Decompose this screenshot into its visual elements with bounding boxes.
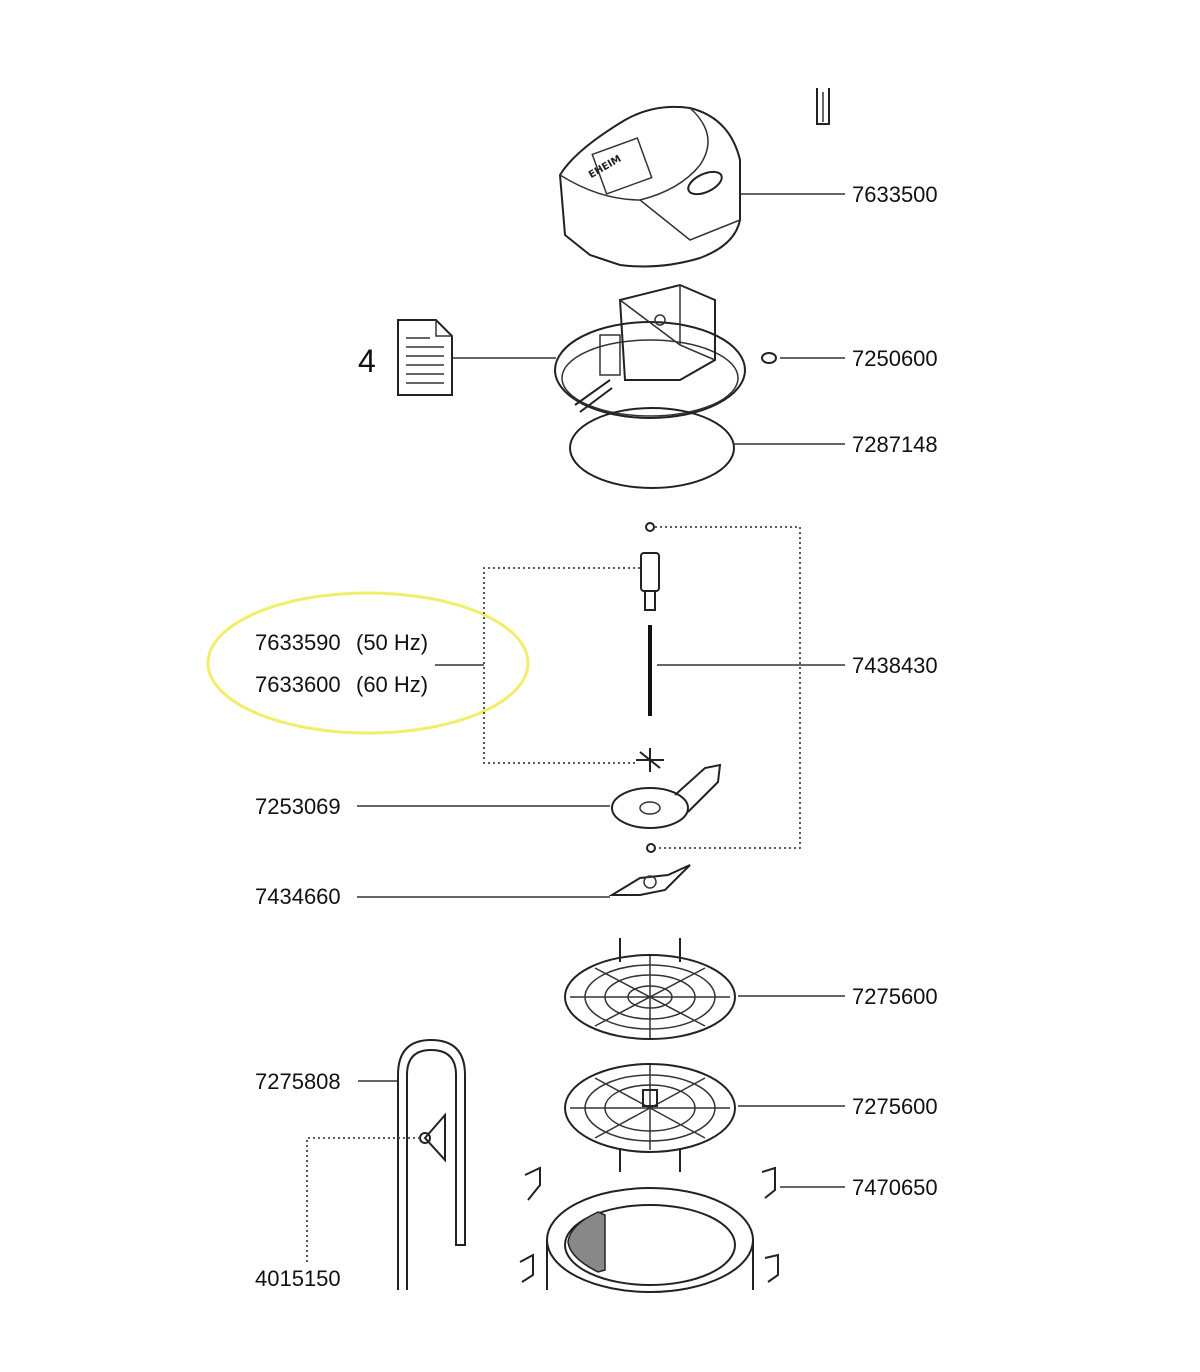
outlet-pipe-drawing [397,1038,466,1290]
highlight-ellipse [206,591,530,735]
part-label-oring-small: 7250600 [852,346,938,371]
pump-head-drawing [554,283,746,419]
part-label-rotor-blade: 7434660 [255,884,341,909]
part-label-grid-upper: 7275600 [852,984,938,1009]
axle-bracket [655,526,801,849]
part-label-suction-cup: 4015150 [255,1266,341,1291]
leader-lines [357,193,845,1188]
canister-ring-drawing [546,1187,754,1293]
part-label-grid-lower: 7275600 [852,1094,938,1119]
part-label-clips: 7470650 [852,1175,938,1200]
tube-stub [816,88,830,125]
part-label-impeller-50hz: 7633590 [255,630,341,655]
part-label-motor-cover: 7633500 [852,182,938,207]
impeller-assembly-drawing [608,522,722,896]
gasket-ring [569,407,735,489]
part-label-gasket: 7287148 [852,432,938,457]
document-icon [397,319,453,396]
part-label-impeller-axle: 7438430 [852,653,938,678]
impeller-bracket [483,567,640,764]
document-number: 4 [358,343,376,379]
grid-lower-drawing [564,1063,736,1172]
part-label-impeller-cover: 7253069 [255,794,341,819]
clip-drawing [519,1166,779,1283]
grid-upper-drawing [564,938,736,1040]
part-label-impeller-50hz-suffix: (50 Hz) [356,630,429,655]
small-oring [761,352,777,364]
part-label-impeller-60hz: 7633600 [255,672,341,697]
part-label-impeller-60hz-suffix: (60 Hz) [356,672,429,697]
part-label-outlet-pipe: 7275808 [255,1069,341,1094]
